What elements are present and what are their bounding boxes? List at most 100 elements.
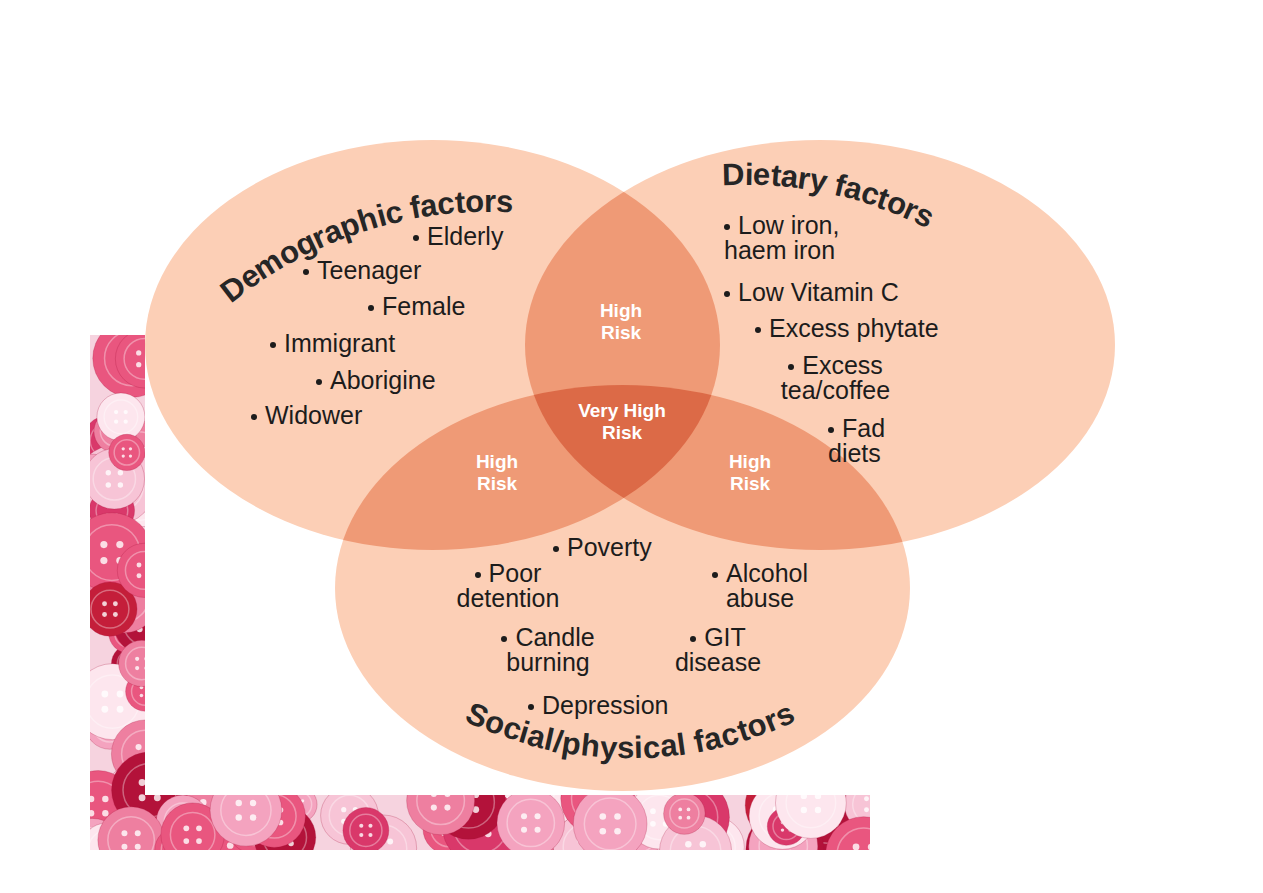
button-hole bbox=[99, 851, 104, 856]
button-hole bbox=[650, 808, 656, 814]
factor-item: Teenager bbox=[303, 258, 421, 283]
button-hole bbox=[113, 601, 118, 606]
button-hole bbox=[775, 852, 781, 858]
button-hole bbox=[154, 794, 161, 801]
button-hole bbox=[139, 794, 146, 801]
button-hole bbox=[599, 828, 606, 835]
button-rim bbox=[837, 828, 890, 881]
button-hole bbox=[575, 788, 582, 795]
button-hole bbox=[83, 840, 89, 846]
button-disc bbox=[407, 767, 475, 835]
button-hole bbox=[147, 563, 152, 568]
factor-item: Elderly bbox=[413, 224, 503, 249]
button-hole bbox=[137, 573, 142, 578]
button-hole bbox=[485, 781, 492, 788]
button-hole bbox=[183, 825, 189, 831]
factor-circle: Social/physical factorsPovertyPoor deten… bbox=[335, 385, 910, 791]
button-hole bbox=[444, 791, 450, 797]
factor-item: Fad diets bbox=[828, 416, 913, 466]
button-rim bbox=[114, 440, 139, 465]
button-hole bbox=[815, 807, 821, 813]
button-disc bbox=[117, 543, 171, 597]
button-hole bbox=[678, 808, 682, 812]
button-hole bbox=[705, 850, 710, 855]
heading-letter: h bbox=[579, 729, 601, 762]
button-hole bbox=[444, 805, 450, 811]
button-hole bbox=[236, 814, 242, 820]
button-hole bbox=[106, 470, 111, 475]
venn-fills bbox=[145, 140, 1115, 791]
button bbox=[117, 543, 171, 597]
button-hole bbox=[215, 784, 222, 791]
button bbox=[664, 793, 706, 835]
button-rim bbox=[104, 400, 138, 434]
button-hole bbox=[106, 482, 111, 487]
button-hole bbox=[774, 853, 781, 860]
button-hole bbox=[139, 779, 146, 786]
heading-letter: c bbox=[436, 187, 456, 220]
button-hole bbox=[359, 833, 363, 837]
button-hole bbox=[875, 807, 880, 812]
button-hole bbox=[227, 857, 234, 864]
button bbox=[826, 817, 902, 893]
heading-letter: i bbox=[634, 732, 643, 763]
factor-item: Candle burning bbox=[489, 625, 607, 675]
factor-circle: Dietary factorsLow iron, haem ironLow Vi… bbox=[525, 140, 1115, 550]
button-hole bbox=[96, 853, 102, 859]
button-hole bbox=[121, 844, 127, 850]
button-disc bbox=[109, 434, 145, 470]
circle-outline bbox=[525, 140, 1115, 550]
button-hole bbox=[114, 410, 118, 414]
button-hole bbox=[431, 791, 437, 797]
button-hole bbox=[864, 807, 869, 812]
risk-label: Very High Risk bbox=[570, 400, 674, 444]
heading-letter: i bbox=[745, 158, 754, 189]
button bbox=[407, 767, 475, 835]
button-disc bbox=[573, 787, 647, 861]
button-hole bbox=[122, 447, 125, 450]
button-rim bbox=[350, 814, 382, 846]
button-hole bbox=[788, 852, 794, 858]
button-hole bbox=[250, 814, 256, 820]
button-hole bbox=[116, 541, 123, 548]
button-hole bbox=[149, 758, 155, 764]
factor-item: Low Vitamin C bbox=[724, 280, 899, 305]
button-hole bbox=[118, 470, 123, 475]
button-hole bbox=[117, 691, 124, 698]
button-hole bbox=[470, 781, 477, 788]
factor-item: Depression bbox=[528, 693, 668, 718]
button-hole bbox=[236, 800, 242, 806]
factor-item: Aborigine bbox=[316, 368, 436, 393]
button-hole bbox=[113, 612, 118, 617]
button-disc bbox=[119, 640, 165, 686]
button-hole bbox=[359, 824, 363, 828]
button-hole bbox=[868, 859, 875, 866]
button-disc bbox=[775, 768, 846, 839]
factor-item: Female bbox=[368, 294, 465, 319]
button-hole bbox=[196, 825, 202, 831]
button-rim bbox=[221, 785, 271, 835]
button-rim bbox=[126, 647, 158, 679]
button-hole bbox=[150, 626, 156, 632]
button-hole bbox=[773, 850, 779, 856]
button-hole bbox=[149, 744, 155, 750]
button-rim bbox=[507, 799, 554, 846]
button-hole bbox=[789, 853, 796, 860]
button-hole bbox=[250, 800, 256, 806]
button-hole bbox=[853, 844, 860, 851]
button-hole bbox=[121, 830, 127, 836]
button-hole bbox=[387, 852, 393, 858]
button-hole bbox=[374, 852, 380, 858]
button-hole bbox=[599, 813, 606, 820]
button-rim bbox=[170, 812, 214, 856]
button-hole bbox=[170, 852, 174, 856]
button-hole bbox=[862, 855, 867, 860]
button-hole bbox=[781, 782, 787, 788]
button-hole bbox=[114, 420, 118, 424]
button-rim bbox=[108, 817, 155, 864]
button-hole bbox=[102, 796, 108, 802]
circle-shape bbox=[145, 140, 720, 550]
button-hole bbox=[801, 807, 807, 813]
button bbox=[119, 640, 165, 686]
